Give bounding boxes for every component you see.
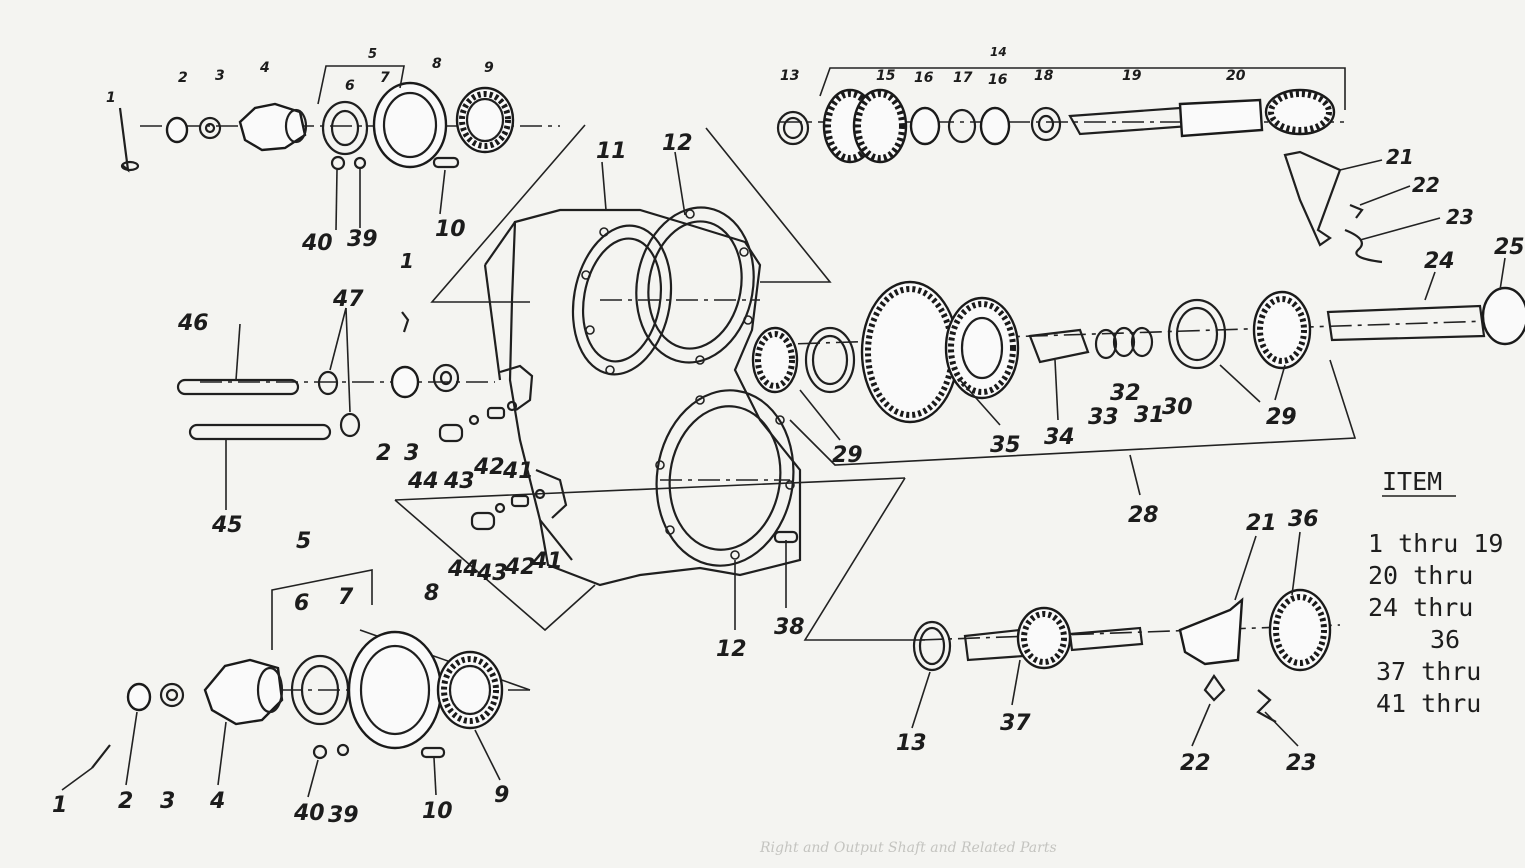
callout: 30 [1162, 395, 1193, 420]
callout: 33 [1088, 405, 1119, 430]
callout: 24 [1424, 249, 1455, 274]
callout: 42 [504, 555, 536, 580]
callouts-bottom-left: 5 6 7 8 1 2 3 4 40 39 10 9 [52, 529, 509, 828]
callout: 22 [1412, 173, 1440, 197]
callout: 13 [896, 731, 927, 756]
callout: 29 [832, 443, 863, 468]
legend-row: 36 [1430, 625, 1460, 654]
callout: 42 [473, 455, 505, 480]
callout: 6 [345, 78, 355, 94]
callout: 4 [259, 60, 270, 76]
top-right-main-shaft-assembly [776, 67, 1383, 264]
callout: 46 [177, 311, 209, 336]
legend-row: 24 thru [1368, 593, 1473, 622]
callout: 5 [296, 529, 311, 554]
callout: 12 [716, 637, 747, 662]
callout: 23 [1286, 751, 1317, 776]
callout: 34 [1044, 425, 1075, 450]
callout: 16 [914, 70, 934, 86]
item-legend: ITEM 1 thru 19 20 thru 24 thru 36 37 thr… [1368, 467, 1503, 718]
callout: 25 [1494, 235, 1525, 260]
legend-row: 41 thru [1376, 689, 1481, 718]
callout: 36 [1288, 507, 1319, 532]
bottom-right-input-shaft-assembly [912, 588, 1332, 723]
callout: 41 [502, 459, 534, 484]
callout: 2 [376, 441, 391, 466]
callout: 29 [1266, 405, 1297, 430]
callout: 29 [1266, 405, 1297, 430]
callout: 10 [422, 799, 453, 824]
leader-lines [61, 151, 1506, 798]
callout: 5 [368, 47, 377, 62]
callout: 18 [1034, 68, 1054, 84]
callout: 39 [328, 803, 359, 828]
callout: 2 [178, 70, 188, 86]
callouts-center-case: 11 12 12 38 [596, 131, 805, 662]
cluster-shaft-assembly [751, 280, 1525, 466]
callouts-cluster-shaft: 24 25 29 29 35 34 33 32 31 30 29 28 [832, 235, 1525, 528]
callout: 44 [407, 469, 439, 494]
callout: 40 [301, 231, 333, 256]
callout: 1 [106, 90, 116, 106]
callout: 12 [662, 131, 693, 156]
callout: 9 [494, 783, 509, 808]
callout: 31 [1134, 403, 1165, 428]
callout: 14 [990, 45, 1007, 59]
callout: 17 [953, 70, 973, 86]
callout: 8 [424, 581, 439, 606]
legend-row: 37 thru [1376, 657, 1481, 686]
callouts-top-left: 1 2 3 4 5 6 7 8 9 40 39 10 [106, 47, 494, 256]
callout: 7 [338, 585, 354, 610]
callout: 9 [484, 60, 494, 76]
callout: 28 [1128, 503, 1159, 528]
callout: 43 [443, 469, 475, 494]
bottom-left-output-assembly [91, 569, 504, 769]
callout: 10 [435, 217, 466, 242]
legend-row: 20 thru [1368, 561, 1473, 590]
callout: 4 [209, 789, 225, 814]
callout: 3 [404, 441, 419, 466]
callout: 19 [1122, 68, 1142, 84]
callout: 15 [876, 68, 896, 84]
figure-caption: Right and Output Shaft and Related Parts [759, 840, 1057, 856]
callout: 1 [400, 249, 414, 273]
top-left-output-assembly [118, 65, 515, 173]
callout: 47 [332, 287, 364, 312]
callout: 32 [1110, 381, 1141, 406]
callout: 37 [1000, 711, 1031, 736]
callout: 21 [1246, 511, 1277, 536]
callout: 3 [215, 68, 225, 84]
callout: 45 [211, 513, 243, 538]
callout: 7 [380, 70, 390, 86]
callout: 43 [476, 561, 508, 586]
callout: 16 [988, 72, 1008, 88]
callout: 35 [990, 433, 1021, 458]
legend-heading: ITEM [1382, 467, 1442, 496]
callout: 11 [596, 139, 627, 164]
callout: 2 [118, 789, 133, 814]
callout: 21 [1386, 145, 1414, 169]
callouts-middle-left: 46 47 45 1 2 3 44 43 42 41 44 43 42 41 [177, 249, 563, 586]
callout: 6 [294, 591, 309, 616]
callout: 1 [52, 793, 67, 818]
callout: 40 [293, 801, 325, 826]
callout: 44 [447, 557, 479, 582]
callout: 3 [160, 789, 175, 814]
callout: 8 [432, 56, 442, 72]
callout: 39 [347, 227, 378, 252]
callout: 41 [531, 549, 563, 574]
callouts-bottom-right: 21 36 13 37 22 23 [896, 507, 1319, 776]
shift-rails-group [176, 311, 546, 531]
legend-row: 1 thru 19 [1368, 529, 1503, 558]
callout: 20 [1226, 68, 1246, 84]
transfer-case-housing [483, 206, 802, 587]
callout: 13 [780, 68, 799, 84]
callout: 38 [774, 615, 805, 640]
callouts-top-right: 13 14 15 16 17 16 18 19 20 21 22 23 [780, 45, 1474, 229]
callout: 23 [1446, 205, 1474, 229]
callout: 22 [1180, 751, 1211, 776]
